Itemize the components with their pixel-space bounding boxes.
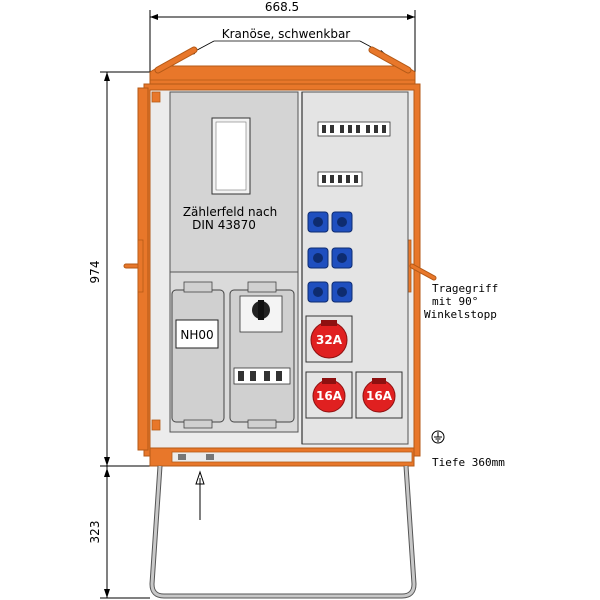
breaker-toggle-2 [250, 371, 256, 381]
cee-socket-16a-left: 16A [305, 371, 353, 419]
crane-eye-right-icon [368, 46, 412, 74]
meter-field-label-line2: DIN 43870 [192, 218, 256, 232]
switch-module-tab [247, 281, 277, 293]
breaker-row-top [317, 121, 391, 137]
stand-frame [149, 465, 417, 599]
schuko-socket-2 [331, 211, 353, 233]
depth-label: Tiefe 360mm [432, 456, 505, 469]
fuse-module [171, 289, 225, 423]
schuko-socket-1 [307, 211, 329, 233]
side-handle-left-icon [123, 239, 144, 293]
cabinet-height-label: 974 [88, 261, 102, 284]
meter-field-label-line1: Zählerfeld nach [183, 205, 277, 219]
width-dimension-label: 668.5 [265, 0, 299, 14]
fuse-module-tab [183, 281, 213, 293]
breaker-toggle-3 [264, 371, 270, 381]
height-dimension: 974 323 [88, 71, 150, 599]
cee-socket-16a-right: 16A [355, 371, 403, 419]
schuko-socket-3 [307, 247, 329, 269]
breaker-row-bottom [317, 171, 363, 187]
cee-32a-label: 32A [316, 333, 343, 347]
cable-entry-arrow-icon [195, 470, 205, 520]
roof [149, 65, 416, 85]
cable-gland-right [206, 454, 214, 460]
breaker-toggle-1 [238, 371, 244, 381]
crane-eye-label: Kranöse, schwenkbar [222, 27, 351, 41]
fuse-module-tab-bottom [183, 419, 213, 429]
cabinet-base-slot [171, 451, 413, 463]
ground-symbol-icon [431, 430, 445, 444]
hinge-top [151, 91, 161, 103]
cable-gland-left [178, 454, 186, 460]
cee-socket-32a: 32A [305, 315, 353, 363]
crane-eye-left-icon [154, 46, 198, 74]
cee-16a-left-label: 16A [316, 389, 343, 403]
breaker-toggle-4 [276, 371, 282, 381]
schuko-socket-4 [331, 247, 353, 269]
schuko-socket-5 [307, 281, 329, 303]
main-switch-lever [258, 300, 264, 320]
switch-module-tab-bottom [247, 419, 277, 429]
handle-label-line3: Winkelstopp [424, 308, 497, 321]
meter-window-inner [215, 121, 247, 191]
schuko-socket-6 [331, 281, 353, 303]
fuse-label: NH00 [180, 328, 213, 342]
width-dimension: 668.5 [149, 0, 416, 72]
handle-label-line1: Tragegriff [432, 282, 498, 295]
stand-height-label: 323 [88, 521, 102, 544]
hinge-bottom [151, 419, 161, 431]
cee-16a-right-label: 16A [366, 389, 393, 403]
fuse-label-box [175, 319, 219, 349]
handle-label-line2: mit 90° [432, 295, 478, 308]
